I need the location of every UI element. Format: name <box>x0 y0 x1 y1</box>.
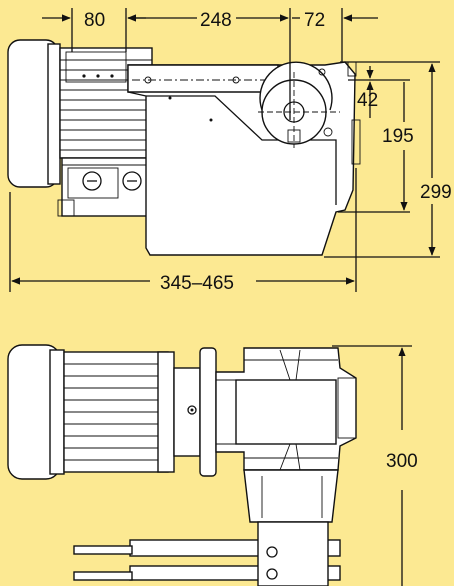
dim-motor-width: 80 <box>84 10 105 31</box>
dim-total-length: 345–465 <box>160 273 234 294</box>
side-view: 80 248 72 42 195 299 345–465 <box>7 8 452 294</box>
motor-body-top <box>63 351 175 473</box>
dim-body-length: 248 <box>200 10 232 31</box>
terminal-box <box>57 157 155 217</box>
dim-total-height: 299 <box>420 182 452 203</box>
dim-head-length: 72 <box>304 10 325 31</box>
dim-total-depth: 300 <box>386 451 418 472</box>
dim-shaft-offset: 42 <box>357 90 378 111</box>
pulley-assembly <box>73 469 341 586</box>
top-view: 300 <box>7 344 418 586</box>
pump-head-top <box>215 347 357 471</box>
pump-head <box>258 61 361 165</box>
dim-shaft-height: 195 <box>382 126 414 147</box>
flange <box>173 347 217 477</box>
